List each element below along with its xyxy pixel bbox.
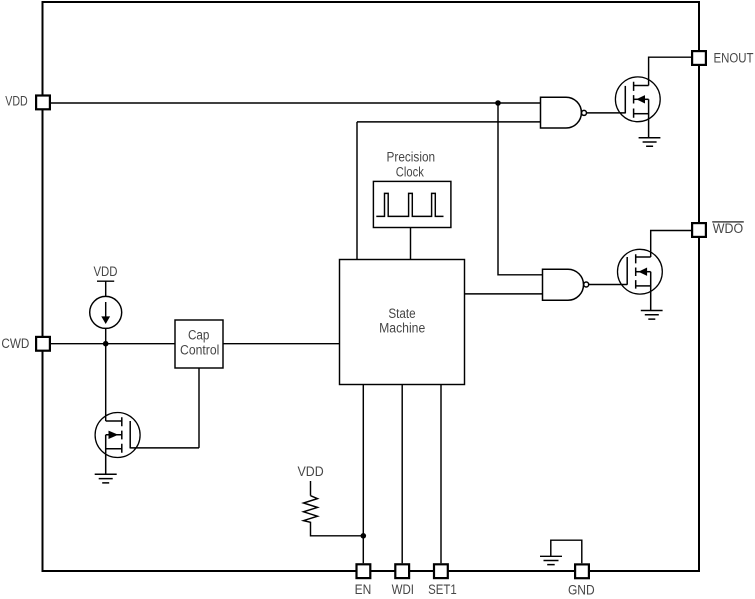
svg-text:VDD: VDD [298,464,324,479]
svg-text:GND: GND [568,583,595,598]
svg-text:CWD: CWD [1,336,29,351]
svg-text:Precision: Precision [387,150,436,165]
svg-text:Cap: Cap [188,328,210,343]
svg-text:State: State [388,306,415,321]
svg-text:WDI: WDI [392,582,414,597]
svg-text:Machine: Machine [379,321,425,336]
svg-text:VDD: VDD [93,264,117,279]
svg-text:Clock: Clock [396,164,424,179]
svg-text:EN: EN [355,582,372,597]
svg-text:Control: Control [180,342,219,357]
svg-text:WDO: WDO [713,221,743,236]
svg-text:VDD: VDD [5,94,28,109]
svg-text:ENOUT: ENOUT [714,51,754,66]
svg-text:SET1: SET1 [428,582,457,597]
